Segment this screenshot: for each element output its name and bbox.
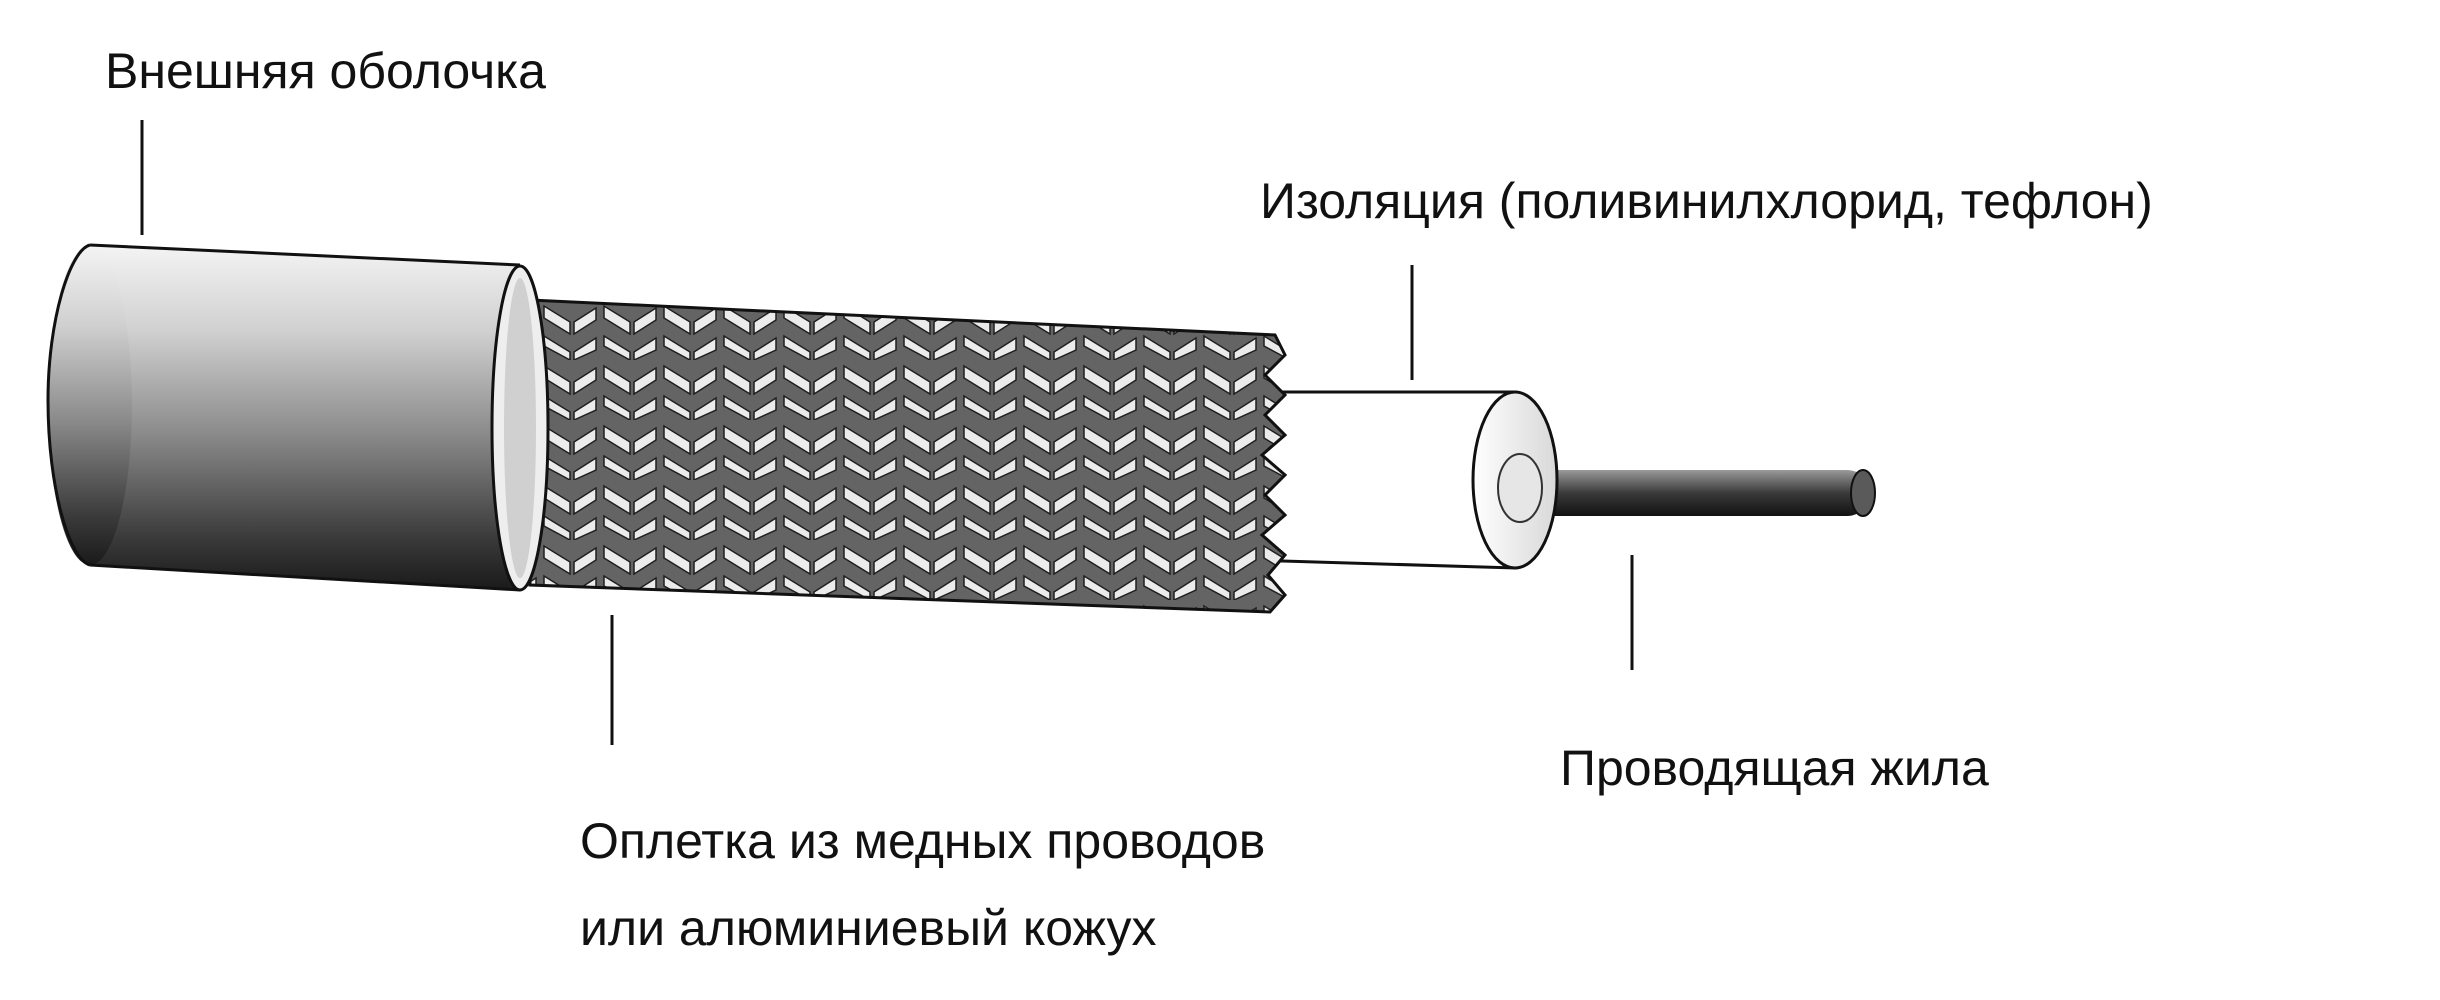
conductor-wire (1470, 469, 1876, 517)
label-outer-jacket: Внешняя оболочка (105, 43, 546, 99)
insulation-layer (1248, 390, 1559, 570)
label-braid-line1: Оплетка из медных проводов (580, 813, 1265, 869)
braided-shield (528, 298, 1288, 614)
label-braid-line2: или алюминиевый кожух (580, 900, 1157, 956)
label-conductor: Проводящая жила (1560, 740, 1989, 796)
outer-jacket (46, 243, 550, 592)
label-insulation: Изоляция (поливинилхлорид, тефлон) (1260, 173, 2153, 229)
